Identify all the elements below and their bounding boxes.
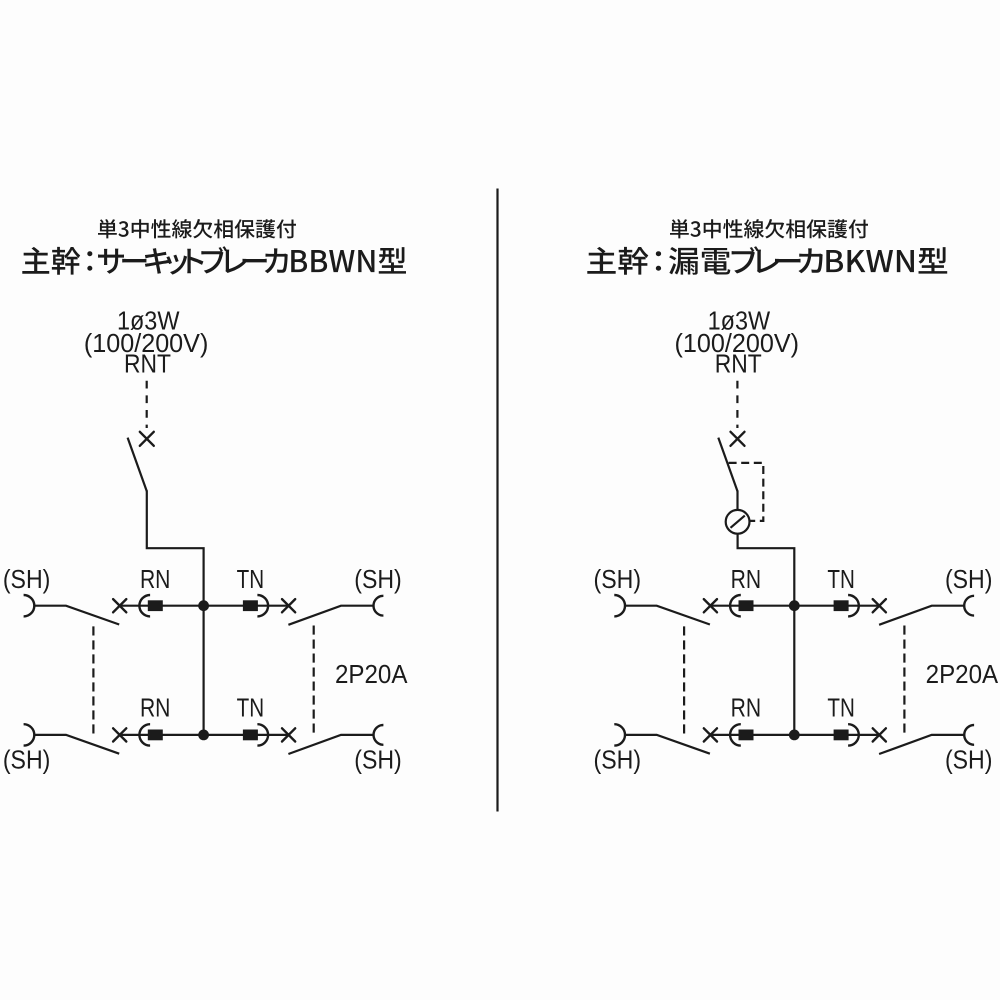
svg-text:(SH): (SH) — [594, 566, 642, 594]
svg-text:2P20A: 2P20A — [335, 661, 408, 689]
svg-text:2P20A: 2P20A — [926, 661, 999, 689]
svg-text:(SH): (SH) — [594, 746, 642, 774]
svg-text:1ø3W: 1ø3W — [117, 308, 180, 336]
svg-text:RN: RN — [731, 566, 762, 594]
svg-text:TN: TN — [827, 694, 855, 722]
svg-text:(SH): (SH) — [354, 746, 402, 774]
svg-text:(100/200V): (100/200V) — [675, 330, 800, 358]
svg-text:TN: TN — [237, 566, 265, 594]
svg-text:RN: RN — [731, 694, 762, 722]
svg-text:RNT: RNT — [124, 351, 171, 379]
svg-text:RN: RN — [140, 694, 171, 722]
svg-text:(SH): (SH) — [3, 566, 51, 594]
svg-text:(SH): (SH) — [354, 566, 402, 594]
svg-text:TN: TN — [827, 566, 855, 594]
svg-text:RN: RN — [140, 566, 171, 594]
svg-text:RNT: RNT — [715, 351, 762, 379]
svg-text:1ø3W: 1ø3W — [708, 308, 771, 336]
svg-text:TN: TN — [237, 694, 265, 722]
svg-text:(SH): (SH) — [945, 746, 993, 774]
svg-text:(100/200V): (100/200V) — [84, 330, 209, 358]
svg-text:(SH): (SH) — [3, 746, 51, 774]
svg-text:(SH): (SH) — [945, 566, 993, 594]
